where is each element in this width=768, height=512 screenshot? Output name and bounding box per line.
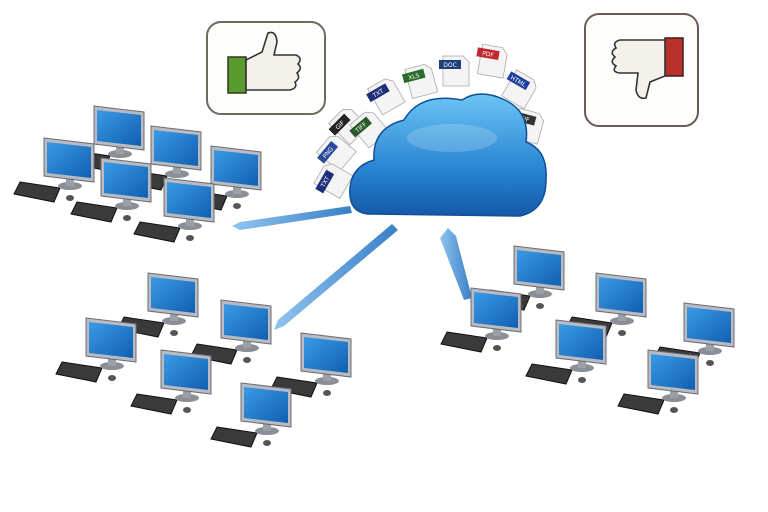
keyboard xyxy=(55,361,103,383)
computer xyxy=(70,157,152,223)
mouse xyxy=(706,360,714,366)
file-icon: TXT xyxy=(313,163,354,199)
monitor-screen xyxy=(599,277,643,313)
keyboard xyxy=(617,393,665,415)
monitor xyxy=(85,317,137,370)
keyboard xyxy=(70,201,118,223)
mouse xyxy=(66,195,74,201)
computer xyxy=(440,287,522,353)
monitor xyxy=(160,349,212,402)
file-icon: DOC xyxy=(439,55,470,87)
computer xyxy=(210,382,292,448)
keyboard xyxy=(440,331,488,353)
computer xyxy=(117,272,199,338)
monitor-screen xyxy=(474,292,518,328)
computer xyxy=(180,145,262,211)
monitor-screen xyxy=(104,162,148,198)
mouse xyxy=(123,215,131,221)
file-type-label: PDF xyxy=(481,50,494,59)
mouse xyxy=(183,407,191,413)
file-icon: HTML xyxy=(501,69,537,110)
mouse xyxy=(233,203,241,209)
keyboard xyxy=(133,221,181,243)
monitor-screen xyxy=(164,354,208,390)
mouse xyxy=(670,407,678,413)
monitor xyxy=(43,137,95,190)
computer xyxy=(525,319,607,385)
monitor xyxy=(647,349,699,402)
monitor-screen xyxy=(214,150,258,186)
mouse xyxy=(493,345,501,351)
mouse xyxy=(243,357,251,363)
arrow-to-bottom-group xyxy=(274,224,398,330)
monitor xyxy=(240,382,292,435)
arrow-to-left-group xyxy=(232,206,352,230)
mouse xyxy=(323,390,331,396)
monitor xyxy=(100,157,152,210)
connection-arrows xyxy=(232,206,472,330)
monitor xyxy=(513,245,565,298)
monitor xyxy=(210,145,262,198)
monitor-screen xyxy=(244,387,288,423)
thumbs-down-card xyxy=(584,13,699,127)
thumbs-up-icon xyxy=(227,31,302,94)
monitor-screen xyxy=(97,110,141,146)
computer xyxy=(130,349,212,415)
monitor-screen xyxy=(224,304,268,340)
keyboard xyxy=(130,393,178,415)
arrow-to-right-group xyxy=(440,228,472,300)
keyboard xyxy=(525,363,573,385)
monitor-screen xyxy=(687,307,731,343)
cloud-icon xyxy=(349,93,547,217)
computer xyxy=(13,137,95,203)
file-type-label: XLS xyxy=(408,72,421,82)
mouse xyxy=(170,330,178,336)
file-icon: TXT xyxy=(366,78,406,116)
file-icon: PNG xyxy=(315,135,357,173)
monitor-screen xyxy=(47,142,91,178)
monitor xyxy=(163,177,215,230)
computer-groups xyxy=(13,105,735,448)
computer xyxy=(55,317,137,383)
monitor-screen xyxy=(154,130,198,166)
thumbs-up-card xyxy=(206,21,326,115)
monitor xyxy=(147,272,199,325)
mouse xyxy=(263,440,271,446)
file-icon: PDF xyxy=(476,43,508,79)
monitor-screen xyxy=(559,324,603,360)
keyboard xyxy=(270,376,318,398)
computer xyxy=(617,349,699,415)
mouse xyxy=(618,330,626,336)
file-type-label: DOC xyxy=(443,62,457,69)
monitor xyxy=(555,319,607,372)
monitor xyxy=(93,105,145,158)
monitor xyxy=(150,125,202,178)
monitor xyxy=(470,287,522,340)
monitor xyxy=(220,299,272,352)
computer xyxy=(120,125,202,191)
monitor-screen xyxy=(651,354,695,390)
thumbs-down-icon xyxy=(611,37,684,100)
monitor xyxy=(595,272,647,325)
computer xyxy=(653,302,735,368)
monitor xyxy=(683,302,735,355)
monitor-screen xyxy=(167,182,211,218)
computer xyxy=(133,177,215,243)
mouse xyxy=(578,377,586,383)
monitor-screen xyxy=(89,322,133,358)
keyboard xyxy=(13,181,61,203)
keyboard xyxy=(210,426,258,448)
keyboard xyxy=(190,343,238,365)
computer xyxy=(270,332,352,398)
mouse xyxy=(108,375,116,381)
mouse xyxy=(536,303,544,309)
mouse xyxy=(186,235,194,241)
monitor-screen xyxy=(304,337,348,373)
computer xyxy=(190,299,272,365)
monitor-screen xyxy=(517,250,561,286)
monitor xyxy=(300,332,352,385)
file-icon: XLS xyxy=(401,63,439,100)
monitor-screen xyxy=(151,277,195,313)
